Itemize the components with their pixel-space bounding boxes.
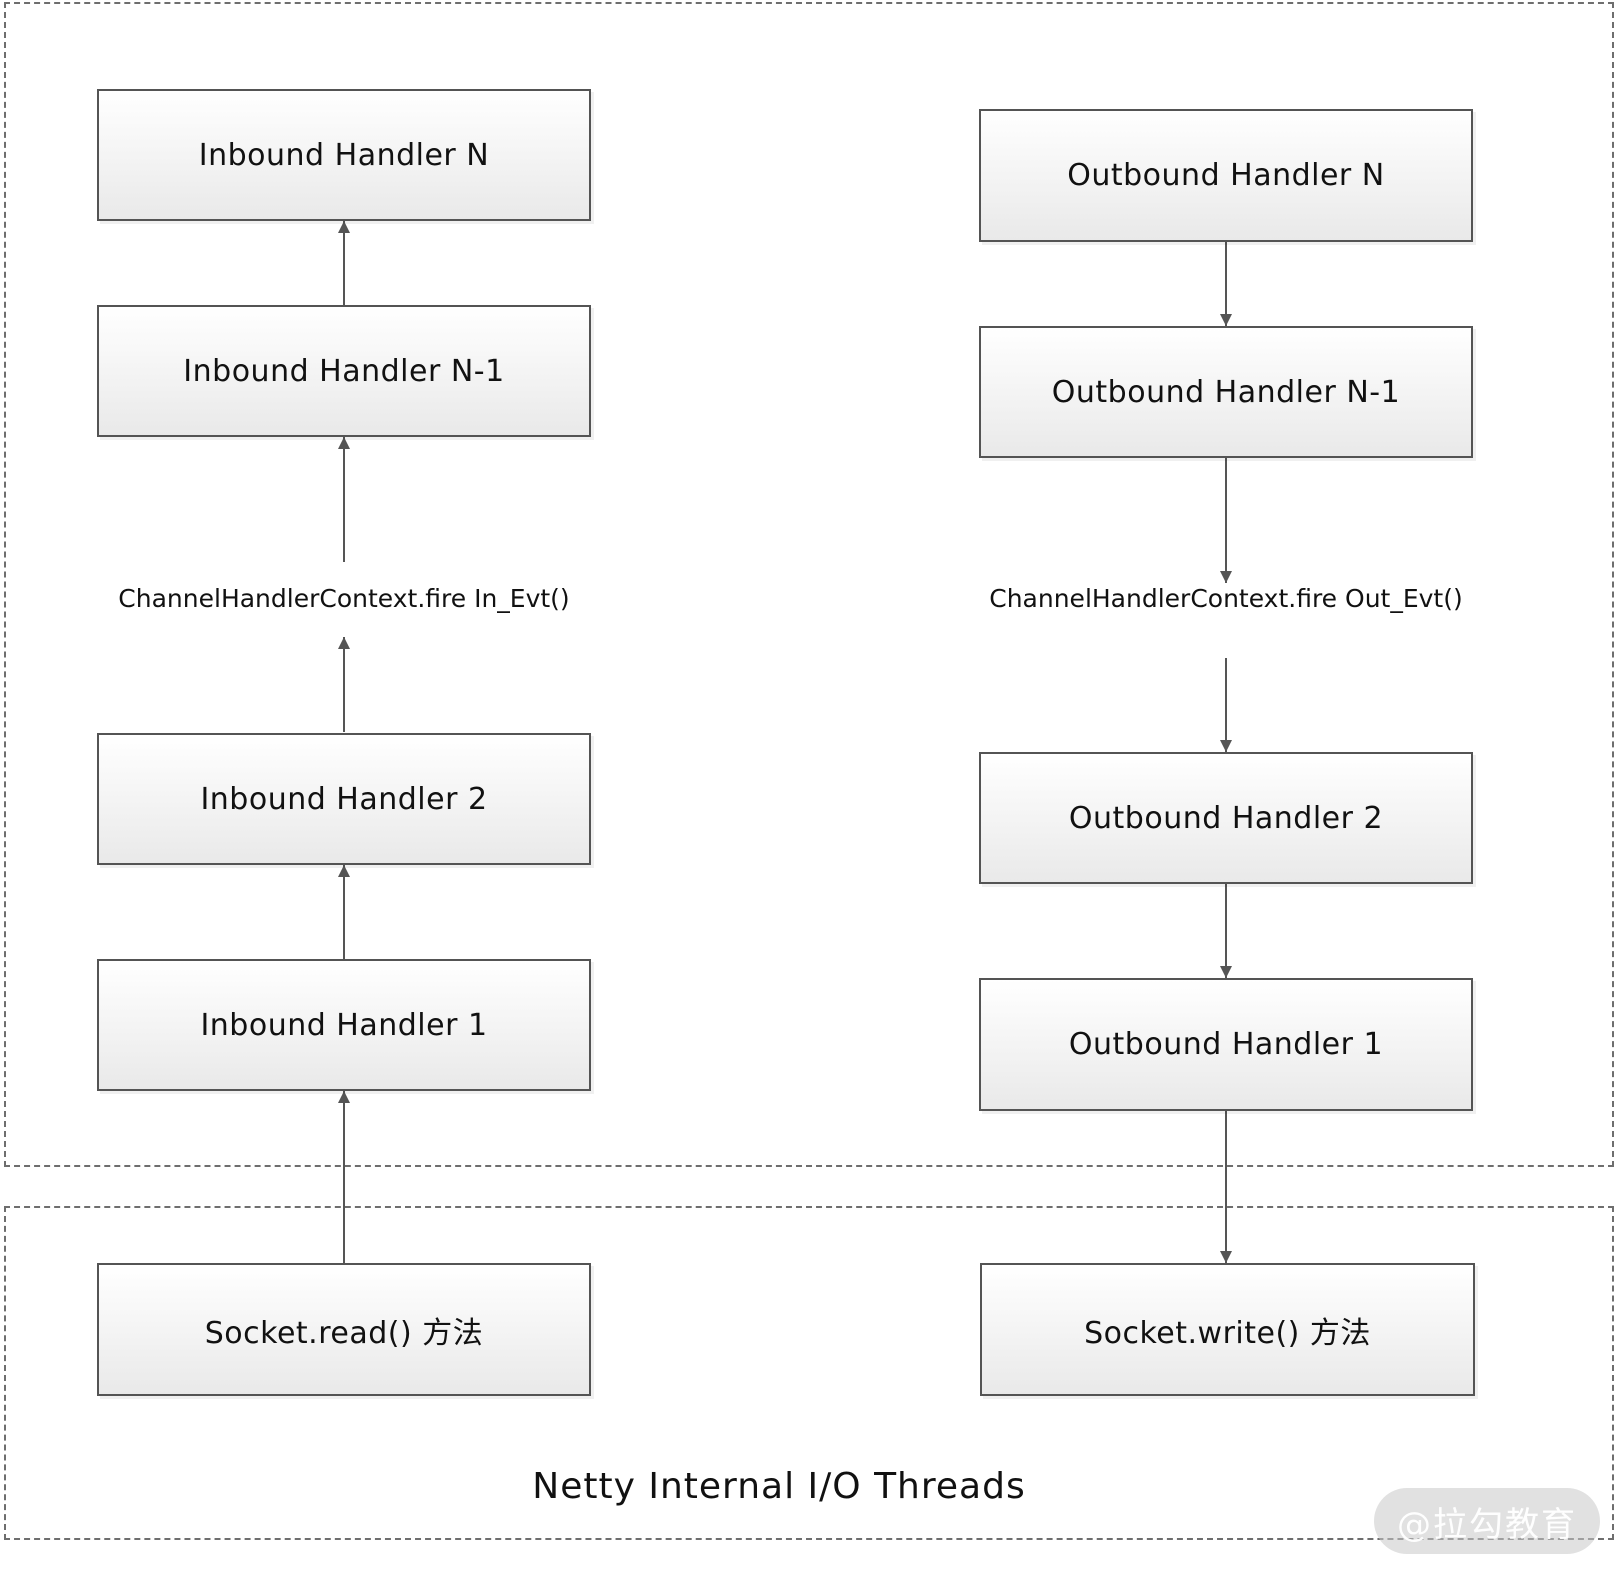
outbound-handler-1-label: Outbound Handler 1 xyxy=(1068,1027,1384,1062)
inbound-handler-2-label: Inbound Handler 2 xyxy=(200,781,488,817)
inbound-context-call: ChannelHandlerContext.fire In_Evt() xyxy=(118,584,570,613)
outbound-handler-n-label: Outbound Handler N xyxy=(1067,158,1385,193)
outbound-handler-1: Outbound Handler 1 xyxy=(979,978,1473,1111)
inbound-handler-n-minus-1-label: Inbound Handler N-1 xyxy=(183,353,505,389)
outbound-handler-n-minus-1-label: Outbound Handler N-1 xyxy=(1051,374,1401,410)
outbound-handler-2-label: Outbound Handler 2 xyxy=(1068,800,1384,836)
socket-write-label: Socket.write() 方法 xyxy=(1084,1315,1371,1351)
socket-write-node: Socket.write() 方法 xyxy=(980,1263,1475,1396)
socket-read-node: Socket.read() 方法 xyxy=(97,1263,591,1396)
watermark-text: @拉勾教育 xyxy=(1397,1504,1577,1545)
handler-pipeline-region xyxy=(4,2,1614,1167)
inbound-handler-n-minus-1: Inbound Handler N-1 xyxy=(97,305,591,437)
watermark-badge: @拉勾教育 xyxy=(1374,1488,1600,1554)
inbound-handler-2: Inbound Handler 2 xyxy=(97,733,591,865)
socket-read-label: Socket.read() 方法 xyxy=(204,1315,484,1351)
inbound-handler-n: Inbound Handler N xyxy=(97,89,591,221)
io-threads-region xyxy=(4,1206,1614,1540)
outbound-handler-2: Outbound Handler 2 xyxy=(979,752,1473,884)
inbound-handler-1-label: Inbound Handler 1 xyxy=(200,1007,488,1043)
outbound-handler-n-minus-1: Outbound Handler N-1 xyxy=(979,326,1473,458)
inbound-handler-n-label: Inbound Handler N xyxy=(198,137,490,173)
outbound-context-call: ChannelHandlerContext.fire Out_Evt() xyxy=(989,584,1463,613)
io-threads-title: Netty Internal I/O Threads xyxy=(532,1466,1026,1507)
inbound-handler-1: Inbound Handler 1 xyxy=(97,959,591,1091)
outbound-handler-n: Outbound Handler N xyxy=(979,109,1473,242)
